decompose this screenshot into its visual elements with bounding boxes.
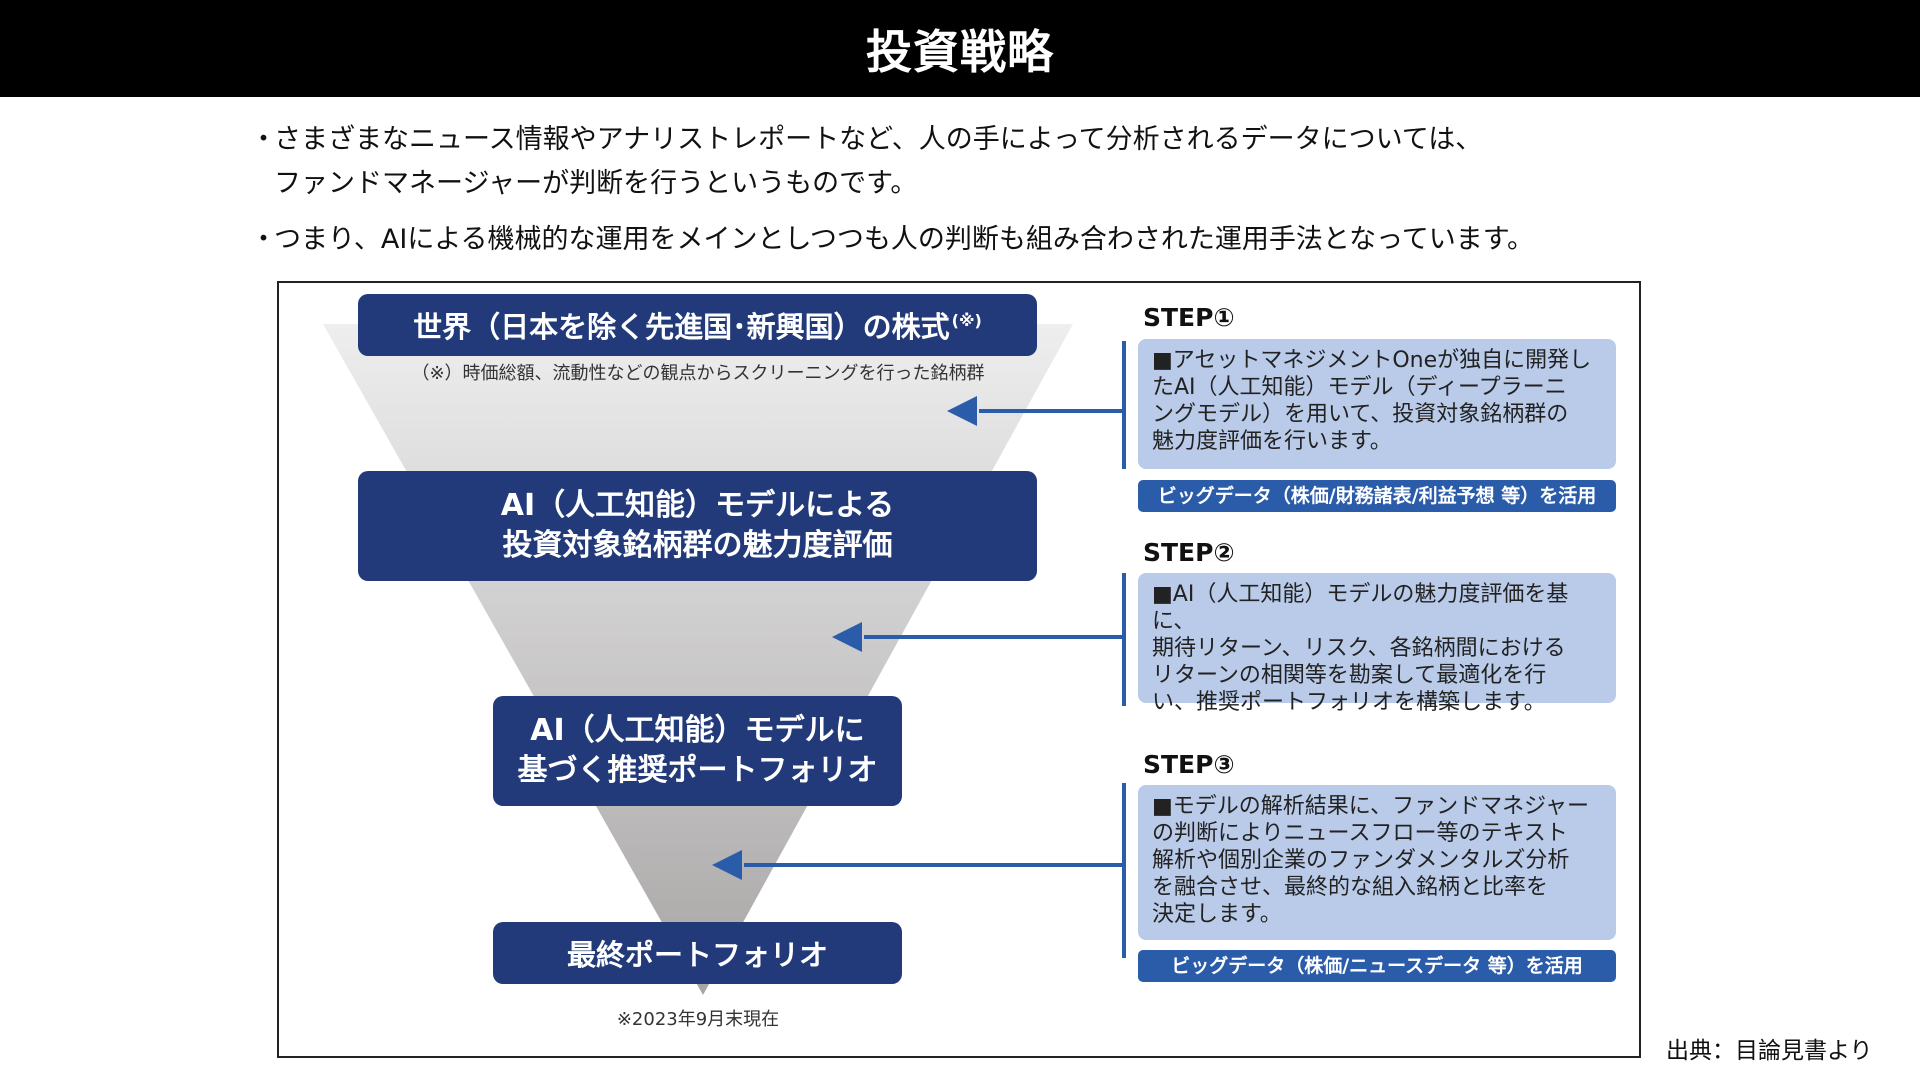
step3-data-tag: ビッグデータ（株価/ニュースデータ 等）を活用 [1138, 950, 1616, 982]
description-line: い、推奨ポートフォリオを構築します。 [1152, 690, 1546, 715]
stage-label-line: AI（人工知能）モデルによる [500, 488, 895, 523]
ai-evaluation-stage-box: AI（人工知能）モデルによる 投資対象銘柄群の魅力度評価 [358, 471, 1037, 581]
description-line: リターンの相関等を勘案して最適化を行 [1152, 663, 1547, 688]
stage-label-line: AI（人工知能）モデルに [530, 713, 865, 748]
ai-portfolio-stage-box: AI（人工知能）モデルに 基づく推奨ポートフォリオ [493, 696, 902, 806]
step3-arrowhead [712, 850, 742, 880]
step1-data-tag: ビッグデータ（株価/財務諸表/利益予想 等）を活用 [1138, 480, 1616, 512]
description-line: 決定します。 [1152, 902, 1282, 927]
description-line: たAI（人工知能）モデル（ディープラーニ [1152, 375, 1567, 400]
description-line: 期待リターン、リスク、各銘柄間における [1152, 636, 1566, 661]
step3-bracket [1122, 783, 1126, 958]
stage-label: 最終ポートフォリオ [566, 938, 828, 972]
funnel-shape [323, 324, 1073, 995]
description-line: を融合させ、最終的な組入銘柄と比率を [1152, 875, 1549, 900]
universe-stage-label: 世界（日本を除く先進国･新興国）の株式(※) [413, 310, 982, 344]
step2-arrowhead [832, 622, 862, 652]
bullet-marker: ・ [250, 224, 277, 255]
description-line: ■モデルの解析結果に、ファンドマネジャー [1152, 794, 1590, 819]
bullet-marker: ・ [250, 124, 277, 155]
step1-label: STEP① [1143, 303, 1235, 332]
step2-description: ■AI（人工知能）モデルの魅力度評価を基に、 期待リターン、リスク、各銘柄間にお… [1138, 573, 1616, 715]
screening-footnote: （※）時価総額、流動性などの観点からスクリーニングを行った銘柄群 [411, 363, 985, 384]
stage-label-line: 投資対象銘柄群の魅力度評価 [502, 528, 893, 563]
bullet-text-line: ファンドマネージャーが判断を行うというものです。 [274, 168, 918, 199]
bullet-text-line: つまり、AIによる機械的な運用をメインとしつつも人の判断も組み合わされた運用手法… [274, 224, 1535, 255]
bullet-item: ・つまり、AIによる機械的な運用をメインとしつつも人の判断も組み合わされた運用手… [250, 218, 1670, 262]
universe-stage-box: 世界（日本を除く先進国･新興国）の株式(※) [358, 294, 1037, 356]
slide-header: 投資戦略 [0, 0, 1920, 97]
slide-title: 投資戦略 [866, 24, 1054, 79]
step3-description: ■モデルの解析結果に、ファンドマネジャー の判断によりニュースフロー等のテキスト… [1138, 785, 1616, 940]
investment-process-figure: 世界（日本を除く先進国･新興国）の株式(※) （※）時価総額、流動性などの観点か… [277, 281, 1641, 1058]
description-line: ■AI（人工知能）モデルの魅力度評価を基に、 [1152, 582, 1569, 634]
step3-label: STEP③ [1143, 750, 1235, 779]
step1-arrowhead [947, 396, 977, 426]
description-line: 魅力度評価を行います。 [1152, 429, 1392, 454]
final-portfolio-stage-box: 最終ポートフォリオ [493, 922, 902, 984]
bullet-item: ・さまざまなニュース情報やアナリストレポートなど、人の手によって分析されるデータ… [250, 118, 1670, 206]
step2-label: STEP② [1143, 538, 1235, 567]
step1-description: ■アセットマネジメントOneが独自に開発し たAI（人工知能）モデル（ディープラ… [1138, 339, 1616, 469]
description-line: の判断によりニュースフロー等のテキスト [1152, 821, 1568, 846]
bullet-text-line: さまざまなニュース情報やアナリストレポートなど、人の手によって分析されるデータに… [274, 124, 1483, 155]
footnote-marker: (※) [951, 311, 982, 331]
description-line: 解析や個別企業のファンダメンタルズ分析 [1152, 848, 1570, 873]
step2-bracket [1122, 573, 1126, 706]
stage-label-line: 基づく推奨ポートフォリオ [517, 753, 878, 788]
step1-bracket [1122, 341, 1126, 469]
source-citation: 出典：目論見書より [1666, 1038, 1873, 1064]
as-of-date-note: ※2023年9月末現在 [616, 1009, 780, 1030]
description-line: ングモデル）を用いて、投資対象銘柄群の [1152, 402, 1569, 427]
description-line: ■アセットマネジメントOneが独自に開発し [1152, 348, 1592, 373]
